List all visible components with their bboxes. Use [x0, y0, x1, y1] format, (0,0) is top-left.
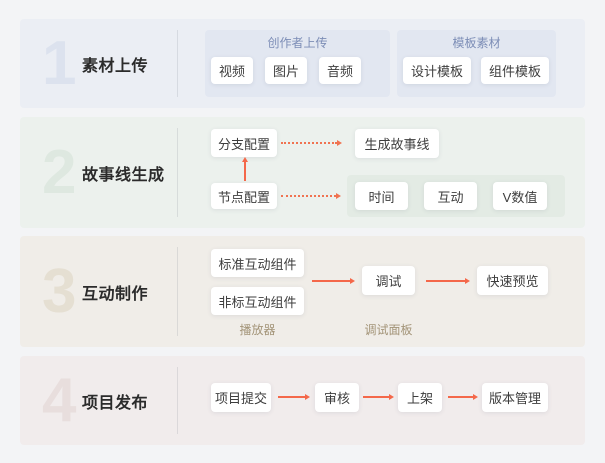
creator-upload-chips: 视频 图片 音频	[205, 57, 390, 84]
card-version-management: 版本管理	[482, 383, 548, 412]
card-standard-component: 标准互动组件	[211, 249, 304, 277]
arrow-submit-to-review	[278, 394, 310, 400]
step-number-4: 4	[42, 365, 77, 435]
chip-time: 时间	[355, 182, 408, 210]
card-review: 审核	[315, 383, 359, 412]
section-title-storyline-generation: 故事线生成	[82, 166, 165, 184]
card-debug: 调试	[362, 266, 415, 295]
section-title-interactive-production: 互动制作	[82, 285, 149, 303]
arrow-components-to-debug	[312, 278, 355, 284]
caption-debug-panel: 调试面板	[364, 323, 413, 337]
panel-template-material: 模板素材 设计模板 组件模板	[397, 30, 556, 97]
chip-design-template: 设计模板	[403, 57, 472, 84]
arrow-review-to-launch	[363, 394, 394, 400]
section-title-project-release: 项目发布	[82, 394, 149, 412]
vertical-divider	[177, 247, 178, 336]
panel-creator-upload-label: 创作者上传	[267, 36, 328, 50]
card-nonstandard-component: 非标互动组件	[211, 287, 304, 315]
section-title-material-upload: 素材上传	[82, 57, 149, 75]
vertical-divider	[177, 128, 178, 217]
arrow-debug-to-preview	[426, 278, 470, 284]
dotted-arrow-branch-to-generate	[281, 140, 342, 146]
arrow-up-node-to-branch	[242, 157, 248, 181]
step-number-3: 3	[42, 256, 77, 326]
step-number-1: 1	[42, 28, 77, 98]
vertical-divider	[177, 367, 178, 434]
chip-interaction: 互动	[424, 182, 477, 210]
vertical-divider	[177, 30, 178, 97]
chip-v-value: V数值	[493, 182, 547, 210]
template-material-chips: 设计模板 组件模板	[397, 57, 556, 84]
card-project-submit: 项目提交	[211, 383, 271, 412]
arrow-launch-to-version	[448, 394, 478, 400]
panel-node-attributes: 时间 互动 V数值	[347, 175, 565, 217]
chip-audio: 音频	[319, 57, 362, 84]
card-quick-preview: 快速预览	[477, 266, 548, 295]
dotted-arrow-node-to-chips	[281, 193, 341, 199]
section-material-upload: 1 素材上传 创作者上传 视频 图片 音频 模板素材 设计模板 组件模板	[20, 19, 585, 108]
caption-player: 播放器	[239, 323, 276, 337]
section-project-release: 4 项目发布 项目提交 审核 上架 版本管理	[20, 356, 585, 445]
chip-video: 视频	[211, 57, 254, 84]
panel-creator-upload: 创作者上传 视频 图片 音频	[205, 30, 390, 97]
chip-component-template: 组件模板	[481, 57, 550, 84]
step-number-2: 2	[42, 137, 77, 207]
section-interactive-production: 3 互动制作 标准互动组件 非标互动组件 播放器 调试 快速预览 调试面板	[20, 236, 585, 347]
section-storyline-generation: 2 故事线生成 分支配置 节点配置 生成故事线 时间 互动 V数值	[20, 117, 585, 228]
card-node-config: 节点配置	[211, 183, 277, 209]
card-generate-storyline: 生成故事线	[355, 129, 439, 158]
card-branch-config: 分支配置	[211, 129, 277, 157]
card-launch: 上架	[398, 383, 442, 412]
chip-image: 图片	[265, 57, 308, 84]
panel-template-material-label: 模板素材	[452, 36, 501, 50]
